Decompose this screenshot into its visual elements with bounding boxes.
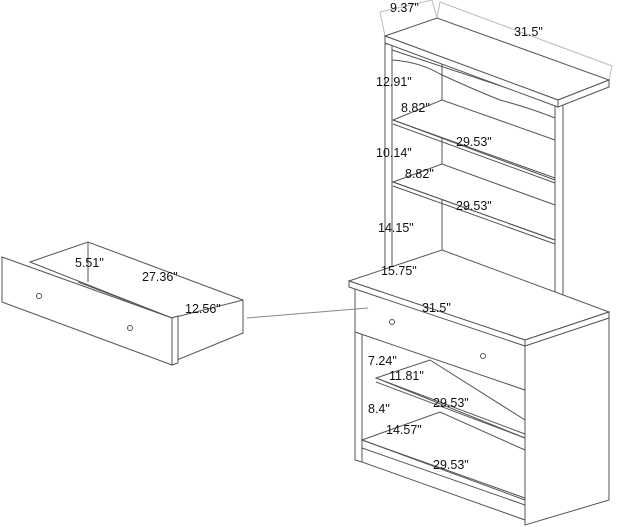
hutch-arch-apron — [391, 49, 556, 119]
hutch-shelf1-width-label: 29.53" — [456, 135, 492, 149]
base-bottom-depth-label: 14.57" — [386, 423, 422, 437]
drawer-connector-line — [246, 307, 369, 319]
hutch-depth-label: 9.37" — [390, 1, 419, 15]
base-depth-label: 15.75" — [381, 264, 417, 278]
base-cabinet — [347, 249, 611, 526]
drawer-knob — [36, 293, 42, 299]
drawer-knob — [389, 319, 395, 325]
hutch-top-opening-label: 12.91" — [376, 75, 412, 89]
base-upper-opening-label: 7.24" — [368, 354, 397, 368]
drawer-knob — [480, 353, 486, 359]
hutch-width-label: 31.5" — [514, 25, 543, 39]
drawer-height-label: 5.51" — [75, 256, 104, 270]
hutch-shelf-1 — [391, 99, 556, 179]
base-width-label: 31.5" — [422, 301, 451, 315]
removed-drawer — [1, 241, 244, 366]
hutch-shelf2-width-label: 29.53" — [456, 199, 492, 213]
drawer-length-label: 27.36" — [142, 270, 178, 284]
hutch-shelf1-depth-label: 8.82" — [401, 101, 430, 115]
hutch-shelf2-depth-label: 8.82" — [405, 167, 434, 181]
drawer-knob — [127, 325, 133, 331]
base-lower-opening-label: 8.4" — [368, 402, 390, 416]
base-right-side — [524, 317, 610, 526]
base-shelf — [374, 359, 526, 439]
hutch-bottom-opening-label: 14.15" — [378, 221, 414, 235]
base-shelf-width-label: 29.53" — [433, 396, 469, 410]
drawer-depth-label: 12.56" — [185, 302, 221, 316]
base-bottom-width-label: 29.53" — [433, 458, 469, 472]
hutch-middle-opening-label: 10.14" — [376, 146, 412, 160]
base-left-side — [354, 329, 363, 463]
hutch — [383, 17, 611, 328]
base-shelf-depth-label: 11.81" — [389, 369, 424, 383]
base-bottom — [360, 411, 526, 501]
dimension-guides — [379, 0, 613, 81]
